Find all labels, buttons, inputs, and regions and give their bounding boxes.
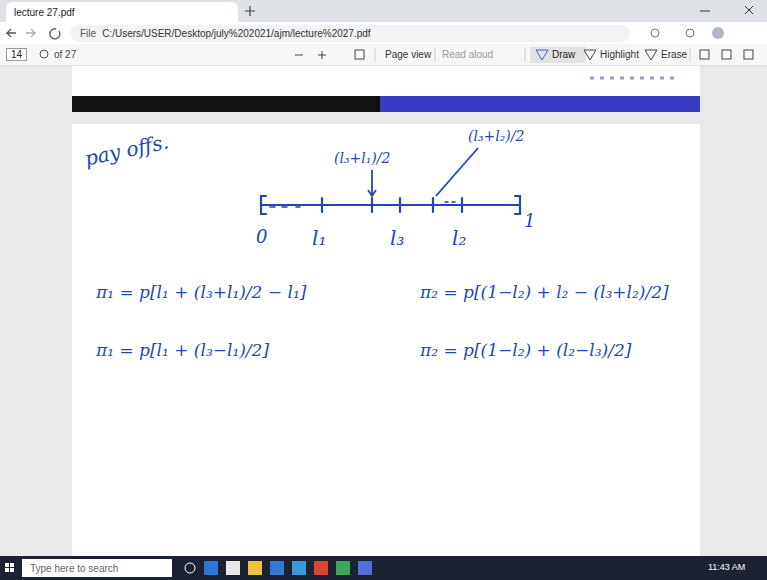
toolbar-button: Page view [385, 49, 431, 60]
minimize [700, 11, 710, 12]
erase-icon [645, 50, 657, 60]
tab-title: lecture 27.pdf [14, 7, 75, 18]
browser-icon [651, 29, 659, 37]
point-label: l₁ [312, 226, 326, 250]
midpoint-label: (l₃+l₁)/2 [334, 150, 390, 166]
axis-number: 0 [256, 226, 267, 247]
leader-arrow [368, 170, 376, 196]
toolbar-button: Highlight [600, 49, 639, 60]
draw-icon [536, 50, 548, 60]
address-bar: File C:/Users/USER/Desktop/july%202021/aj… [70, 25, 630, 42]
number-line [261, 196, 520, 214]
beamer-nav [590, 77, 680, 80]
draw-highlight [530, 47, 586, 63]
scheme-label: File [80, 28, 96, 39]
close [745, 6, 753, 14]
page-number: 14 [6, 48, 27, 61]
windows-logo [5, 563, 14, 572]
back-arrow [7, 29, 16, 37]
toolbar-icon [700, 50, 709, 59]
point-label: l₂ [452, 226, 466, 250]
payoff-equation: π₁ = p[l₁ + (l₃+l₁)/2 − l₁] [96, 282, 306, 302]
highlight-icon [584, 50, 596, 60]
payoff-equation: π₂ = p[(1−l₂) + l₂ − (l₃+l₂)/2] [420, 282, 669, 302]
search-icon [40, 50, 48, 58]
toolbar-button: Draw [552, 49, 575, 60]
slide-bar-black [72, 96, 380, 112]
toolbar-icon [744, 50, 753, 59]
payoff-equation: π₁ = p[l₁ + (l₃−l₁)/2] [96, 340, 269, 360]
leader-line [436, 148, 478, 196]
prev-page [72, 66, 700, 112]
profile-icon [712, 27, 724, 39]
midpoint-label: (l₃+l₂)/2 [468, 128, 524, 144]
point-label: l₃ [390, 226, 404, 250]
address-row [0, 22, 767, 44]
pdf-toolbar [0, 44, 767, 66]
slide-bar-blue [380, 96, 700, 112]
search-placeholder: Type here to search [30, 563, 118, 574]
browser-tab: lecture 27.pdf [6, 2, 238, 22]
clock: 11:43 AM [708, 562, 745, 572]
search-box: Type here to search [22, 559, 172, 577]
taskbar-apps [185, 561, 372, 575]
browser-icon [686, 29, 694, 37]
toolbar-button: Read aloud [442, 49, 493, 60]
payoff-equation: π₂ = p[(1−l₂) + (l₂−l₃)/2] [420, 340, 631, 360]
reload [50, 29, 60, 39]
file-path: C:/Users/USER/Desktop/july%202021/ajm/le… [102, 28, 370, 39]
forward-arrow [26, 29, 35, 37]
handwritten-heading: pay offs. [82, 129, 170, 170]
toolbar-icon [722, 50, 731, 59]
toolbar-separators [375, 48, 690, 62]
zoom-icons [295, 51, 326, 59]
fit-icon [355, 50, 364, 59]
tab-strip [0, 0, 767, 22]
taskbar [0, 556, 767, 580]
new-tab [245, 6, 255, 16]
page-count: of 27 [54, 49, 76, 60]
page [72, 124, 700, 556]
toolbar-button: Erase [661, 49, 687, 60]
axis-number: 1 [524, 210, 535, 231]
